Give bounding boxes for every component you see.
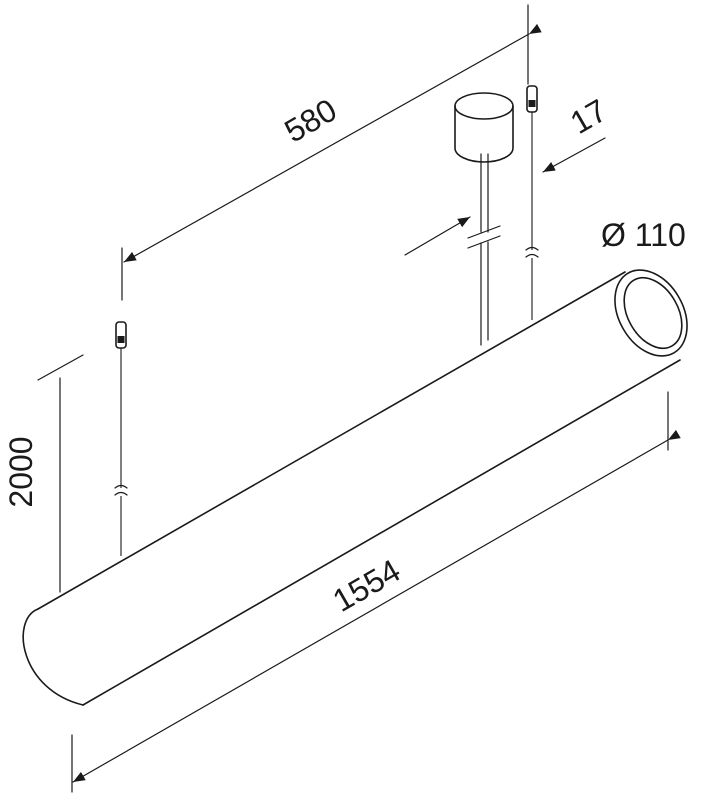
dimension-length: 1554 xyxy=(71,391,681,793)
dimension-diameter-label: Ø 110 xyxy=(601,217,686,253)
dimension-length-label: 1554 xyxy=(327,552,407,619)
dimension-height-label: 2000 xyxy=(3,436,39,507)
left-suspension-cable xyxy=(114,321,128,556)
dimension-diameter: Ø 110 xyxy=(601,217,686,253)
dimension-offset: 17 xyxy=(404,92,613,256)
dimension-spacing-label: 580 xyxy=(278,92,342,150)
power-cord xyxy=(467,153,501,346)
ceiling-canopy xyxy=(454,92,514,163)
dimension-offset-label: 17 xyxy=(564,92,613,141)
dimension-spacing: 580 xyxy=(121,4,542,301)
tube-end-inner-rim xyxy=(623,276,683,350)
right-suspension-cable xyxy=(525,85,539,320)
dimension-height: 2000 xyxy=(3,354,84,593)
luminaire-tube xyxy=(22,269,688,706)
tube-end-outer-rim xyxy=(614,269,688,357)
cable-gripper-top xyxy=(526,85,538,113)
cable-gripper-top xyxy=(115,321,127,349)
